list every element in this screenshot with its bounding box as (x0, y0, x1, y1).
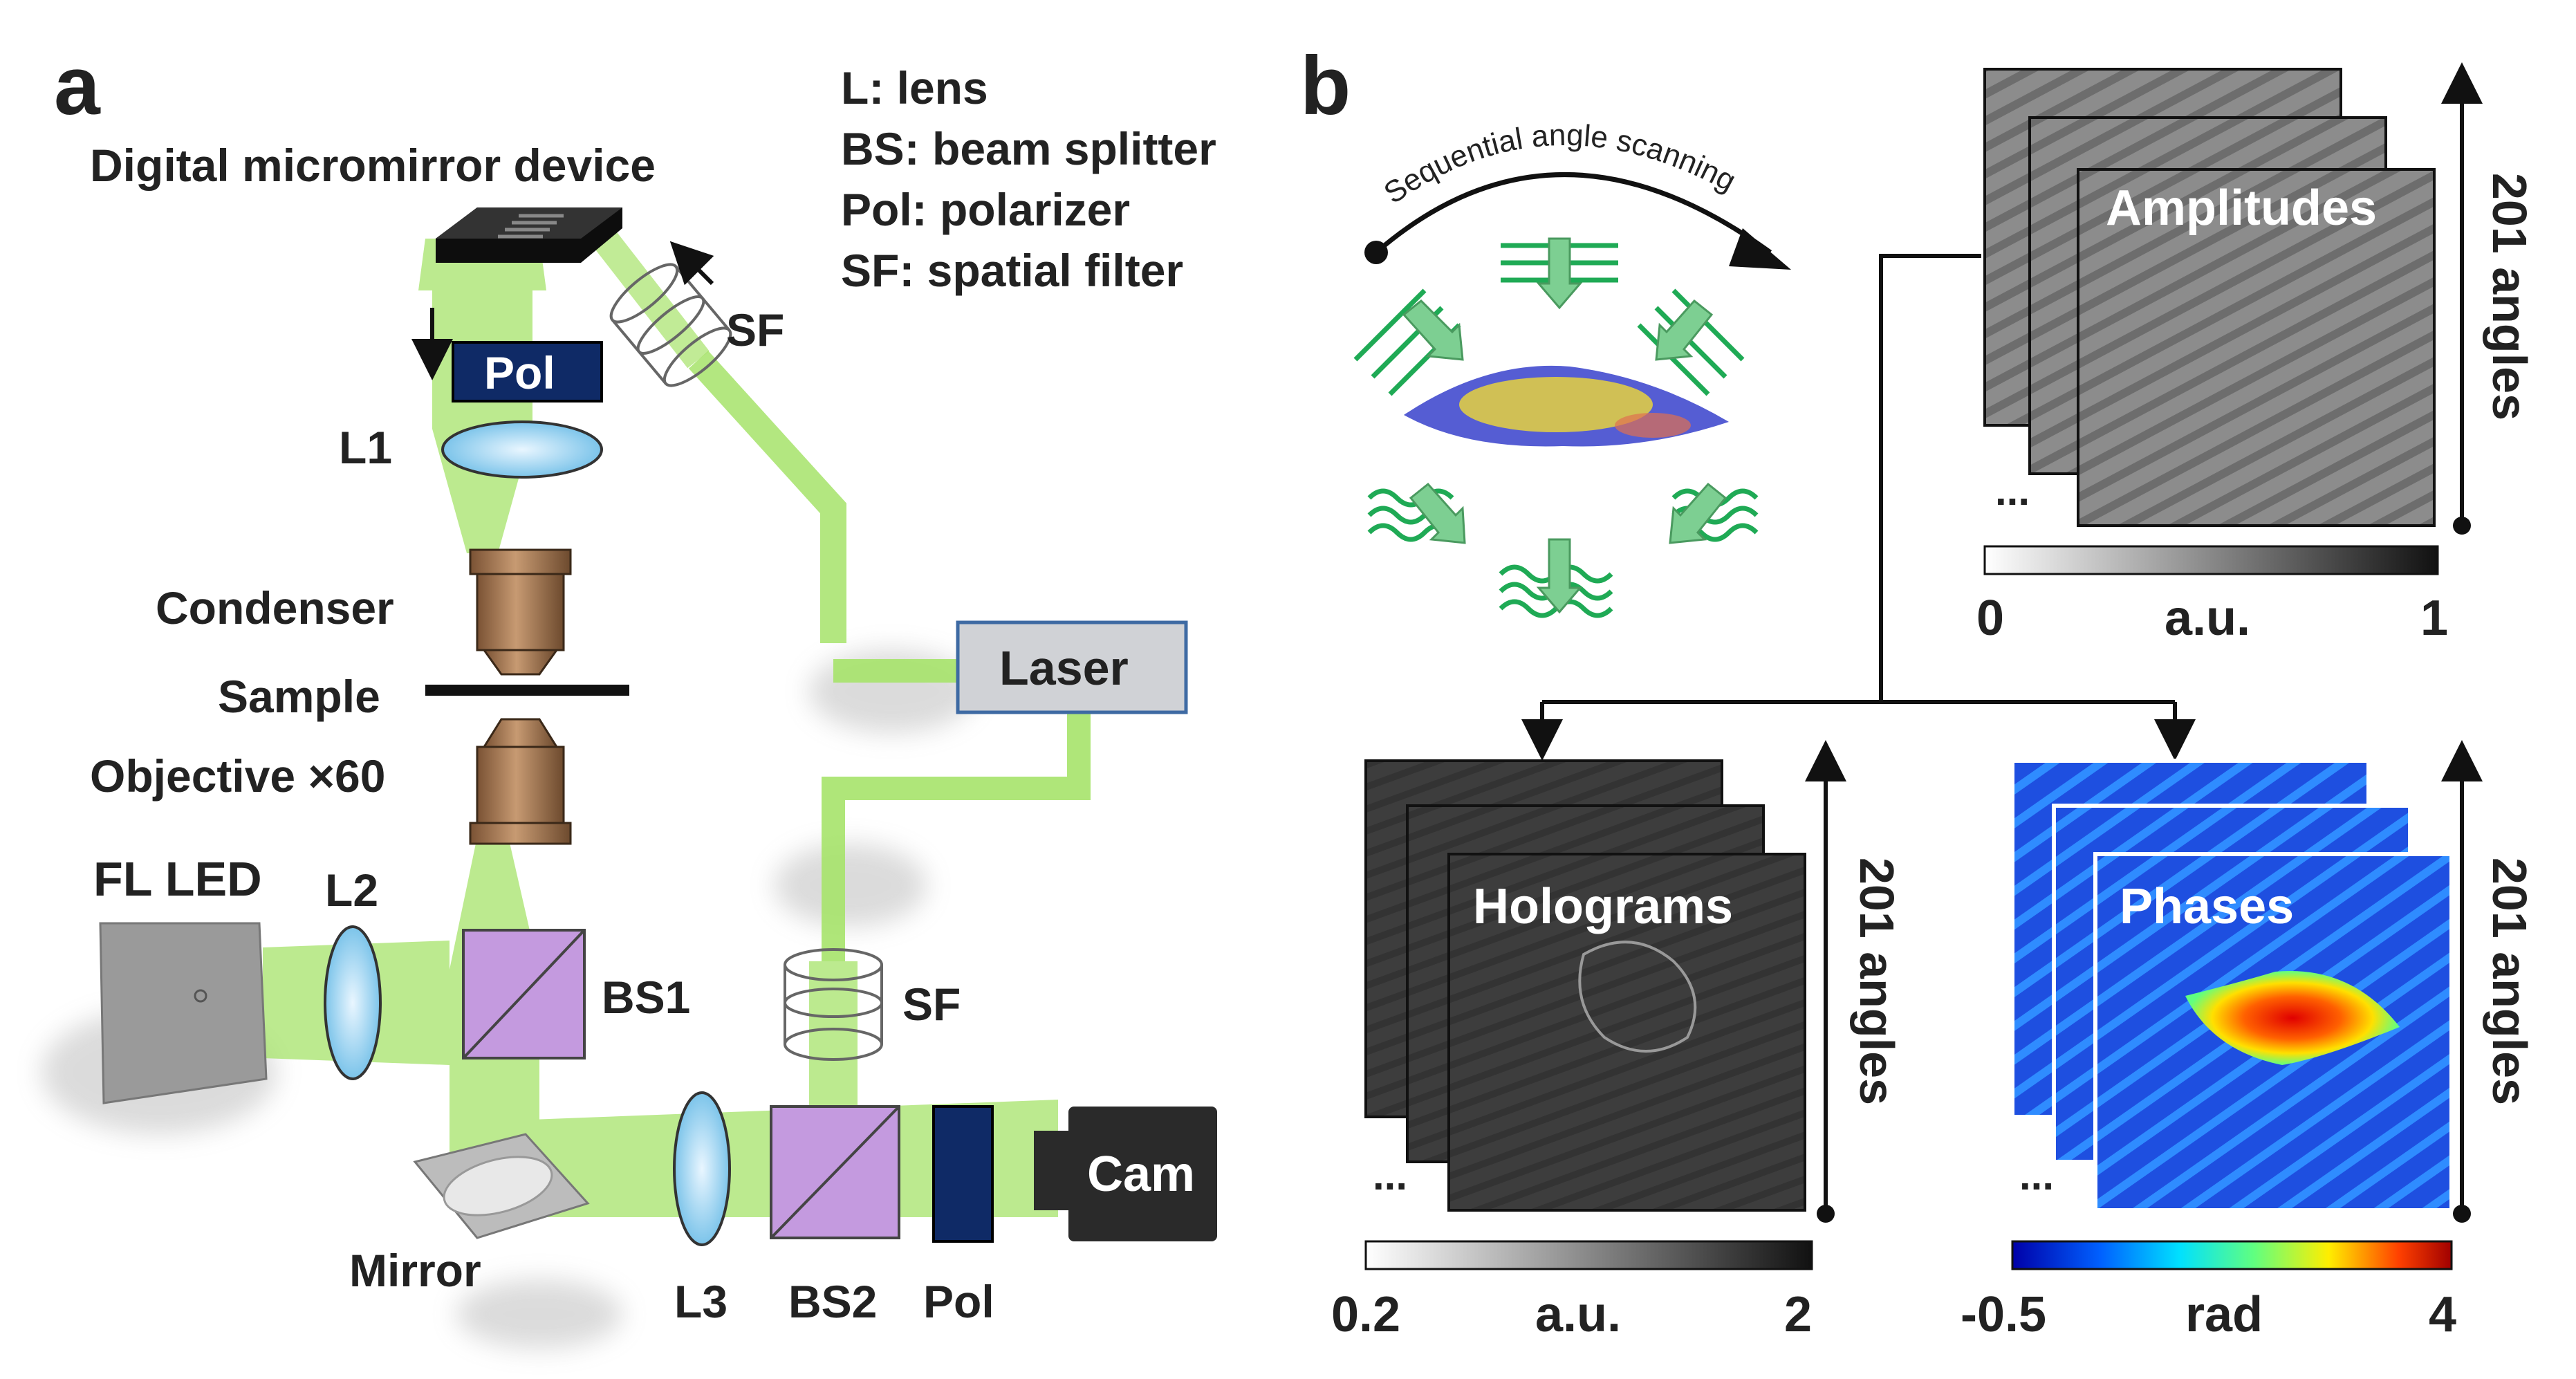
laser-label: Laser (999, 641, 1129, 695)
panel-a-label: a (54, 39, 101, 132)
holograms-cbar-min: 0.2 (1331, 1287, 1400, 1342)
bs1-label: BS1 (602, 972, 690, 1023)
sf-top-label: SF (726, 304, 784, 355)
legend-item: SF: spatial filter (841, 245, 1183, 296)
sample-slide (425, 685, 629, 696)
mirror (413, 1133, 590, 1239)
polarizer-bottom (932, 1105, 994, 1243)
amplitudes-stack: Amplitudes ... (1983, 68, 2436, 527)
sf-direction-arrow (669, 241, 714, 286)
laser: Laser (956, 620, 1188, 714)
phases-cbar-max: 4 (2429, 1287, 2456, 1342)
pol-bottom-label: Pol (923, 1276, 994, 1327)
polarizer-top: Pol (452, 341, 603, 402)
lens-l2 (324, 925, 382, 1080)
holograms-cbar-max: 2 (1784, 1287, 1812, 1342)
lens-l1 (441, 420, 603, 479)
lens-l3 (673, 1091, 731, 1246)
phases-stack: Phases ... (2010, 759, 2454, 1212)
amplitudes-axis-origin (2453, 517, 2471, 535)
panel-b-label: b (1300, 39, 1351, 132)
flow-connectors (1521, 254, 2196, 761)
spatial-filter-bottom (784, 948, 883, 1061)
amplitudes-ellipsis: ... (1995, 468, 2030, 514)
phases-count: 201 angles (2483, 858, 2537, 1105)
objective-lens (469, 718, 572, 845)
condenser-label: Condenser (156, 582, 394, 633)
digital-micromirror-device (436, 207, 622, 263)
holograms-count: 201 angles (1850, 858, 1904, 1105)
pol-top-label: Pol (484, 347, 555, 398)
fl-led-label: FL LED (93, 852, 262, 906)
cam-label: Cam (1087, 1147, 1195, 1202)
amplitudes-cbar-unit: a.u. (2165, 591, 2250, 646)
fl-led-source (99, 922, 268, 1104)
holograms-colorbar (1364, 1240, 1813, 1270)
bs2-label: BS2 (788, 1276, 877, 1327)
objective-label: Objective ×60 (90, 750, 385, 802)
amplitudes-title: Amplitudes (2106, 181, 2377, 236)
phases-colorbar (2011, 1240, 2453, 1270)
amplitudes-count: 201 angles (2483, 173, 2537, 420)
phases-cbar-min: -0.5 (1961, 1287, 2046, 1342)
sample-label: Sample (218, 671, 380, 722)
laser-beam-path (591, 226, 1091, 1107)
amplitudes-cbar-min: 0 (1976, 591, 2004, 646)
dmd-label: Digital micromirror device (90, 140, 656, 191)
holograms-ellipsis: ... (1373, 1152, 1407, 1198)
holograms-stack: Holograms ... (1364, 759, 1806, 1212)
legend-item: L: lens (841, 62, 988, 113)
amplitudes-cbar-max: 1 (2420, 591, 2448, 646)
legend-item: Pol: polarizer (841, 184, 1130, 235)
phases-cbar-unit: rad (2185, 1287, 2263, 1342)
beam-splitter-bs2 (770, 1105, 900, 1239)
camera: Cam (1034, 1107, 1217, 1241)
holograms-cbar-unit: a.u. (1535, 1287, 1621, 1342)
beam-splitter-bs1 (462, 929, 586, 1059)
l2-label: L2 (325, 864, 378, 916)
illumination-beam (263, 239, 1058, 1217)
wave-direction-arrows (1402, 237, 1727, 614)
mirror-label: Mirror (349, 1245, 481, 1296)
l3-label: L3 (674, 1276, 728, 1327)
cell-3d-render (1404, 365, 1729, 447)
phases-axis-origin (2453, 1205, 2471, 1223)
legend: L: lens BS: beam splitter Pol: polarizer… (841, 62, 1216, 296)
holograms-title: Holograms (1473, 879, 1733, 934)
sf-bottom-label: SF (902, 979, 961, 1030)
condenser (469, 548, 572, 676)
legend-item: BS: beam splitter (841, 123, 1216, 174)
l1-label: L1 (339, 422, 392, 473)
phases-ellipsis: ... (2019, 1152, 2054, 1198)
scan-label: Sequential angle scanning (1378, 118, 1741, 210)
phases-title: Phases (2120, 879, 2294, 934)
amplitudes-colorbar (1983, 545, 2439, 575)
holograms-axis-origin (1817, 1205, 1835, 1223)
